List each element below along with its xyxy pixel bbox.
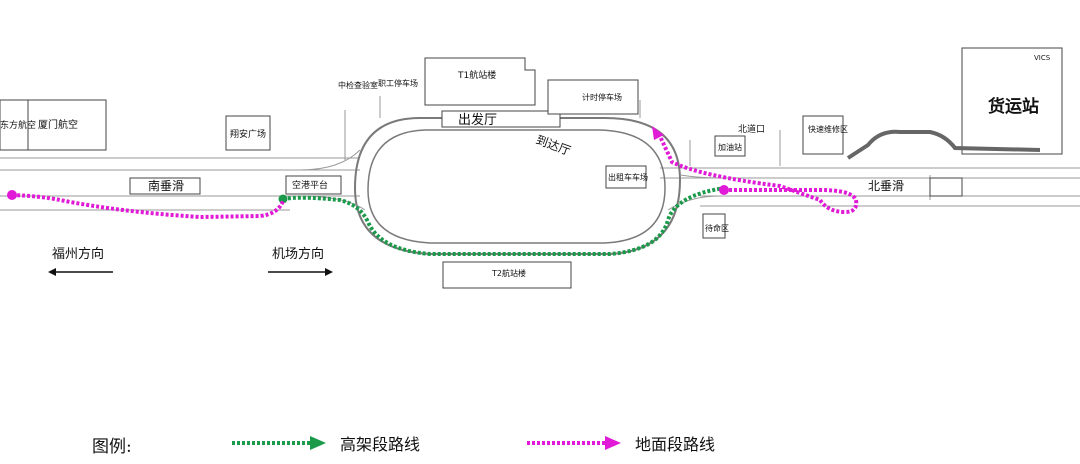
ground-mid-marker [719,185,729,195]
ground-route [7,126,859,220]
departure-hall-building [441,110,561,128]
direction-arrows [48,268,333,276]
gas-station-building [714,135,746,157]
legend-ground-swatch [527,436,621,450]
taxi-stand-building [605,165,647,189]
cargo-station-building [961,47,1063,155]
label-cargo-station: 货运站 [988,96,1039,117]
map-labels: 东方航空 厦门航空 翔安广场 南垂滑 空港平台 中检查验室 职工停车场 T1航站… [0,54,1051,278]
label-express-repair: 快速维修区 [808,124,848,134]
t2-terminal-building [442,261,572,289]
label-north-exit: 北道口 [738,123,765,135]
airport-arrow-head [325,268,333,276]
xiamen-air-building [27,99,107,151]
label-t1-terminal: T1航站楼 [457,69,496,81]
label-arrival-hall: 到达厅 [534,133,573,158]
fuzhou-arrow-head [48,268,56,276]
corridor-box-left [129,177,201,195]
label-staff-parking: 职工停车场 [378,78,418,88]
legend-ground-label: 地面段路线 [635,435,716,454]
label-t2-terminal: T2航站楼 [491,268,526,278]
label-waiting-area: 待命区 [705,223,729,233]
corridor-box-right [929,177,963,197]
label-south-taxi: 南垂滑 [148,178,184,193]
platform-building [285,175,342,195]
label-xiamen-air: 厦门航空 [38,118,78,131]
label-hourly-parking: 计时停车场 [582,92,622,102]
t1-terminal-building [424,57,536,106]
haicang-plaza-building [225,115,271,151]
legend-elevated-label: 高架段路线 [340,435,421,454]
express-repair-building [802,115,844,155]
label-fuzhou-direction: 福州方向 [52,246,104,262]
legend-elevated-swatch [232,436,326,450]
legend-ground: 地面段路线 [525,428,715,458]
legend-title: 图例: [92,437,132,457]
ground-route-arrowhead [652,126,664,140]
label-taxi-stand: 出租车车场 [608,172,648,182]
label-north-taxi: 北垂滑 [868,179,904,193]
waiting-area-building [702,213,726,239]
elevated-route [278,186,726,256]
label-vics: VICS [1034,54,1051,62]
label-departure-hall: 出发厅 [458,112,497,128]
label-xiamen-air-partial: 东方航空 [0,119,36,131]
ground-start-marker [7,190,17,200]
label-gas-station: 加油站 [718,142,742,152]
legend: 图例: 高架段路线 地面段路线 [0,428,1080,458]
buildings [0,47,1063,289]
label-airport-direction: 机场方向 [272,246,324,262]
label-platform: 空港平台 [292,179,328,191]
label-haicang-plaza: 翔安广场 [230,128,266,140]
legend-elevated: 高架段路线 [230,428,420,458]
hourly-parking-building [547,79,639,115]
label-cargo-admin: 中检查验室 [338,80,378,90]
cargo-link-road [846,129,1041,160]
